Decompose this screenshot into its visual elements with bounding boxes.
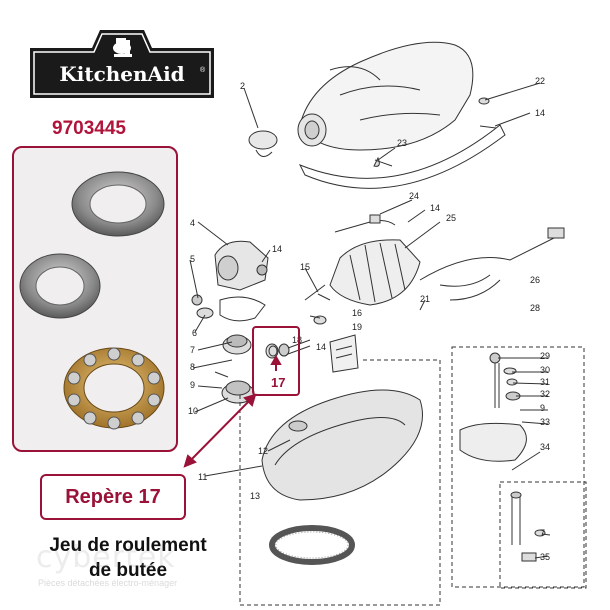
part-label-33: 33 <box>540 417 550 427</box>
part-label-13: 13 <box>250 491 260 501</box>
part-label-11: 11 <box>198 472 207 482</box>
part-label-16: 16 <box>352 308 362 318</box>
part-label-7: 7 <box>190 345 195 355</box>
brand-logo-text: KitchenAid <box>59 62 184 86</box>
part-label-15: 15 <box>300 262 310 272</box>
callout-label: Repère 17 <box>65 485 161 508</box>
part-label-25: 25 <box>446 213 456 223</box>
part-label-32: 32 <box>540 389 550 399</box>
part-number: 9703445 <box>52 118 126 139</box>
part-label-8: 8 <box>190 362 195 372</box>
part-label-26: 26 <box>530 275 540 285</box>
part-label-31: 31 <box>540 377 550 387</box>
part-label-23: 23 <box>397 138 407 148</box>
part-label-14: 14 <box>272 244 282 254</box>
watermark-text: cybertek <box>36 540 176 575</box>
part-label-28: 28 <box>530 303 540 313</box>
callout-label-box: Repère 17 <box>40 474 186 520</box>
watermark-subtext: Pièces détachées électro-ménager <box>38 578 178 588</box>
part-label-5: 5 <box>190 254 195 264</box>
registered-mark: ® <box>200 66 206 74</box>
part-label-21: 21 <box>420 294 430 304</box>
brand-logo: KitchenAid ® <box>22 18 222 104</box>
part-17-highlight-label: 17 <box>271 375 286 390</box>
part-label-4: 4 <box>190 218 195 228</box>
part-label-9: 9 <box>190 380 195 390</box>
part-label-14: 14 <box>535 108 545 118</box>
part-label-6: 6 <box>192 328 197 338</box>
washer-middle-image <box>19 253 101 319</box>
part-label-29: 29 <box>540 351 550 361</box>
part-label-24: 24 <box>409 191 419 201</box>
ball-cage-image <box>63 347 165 430</box>
part-label-14: 14 <box>316 342 326 352</box>
part-label-30: 30 <box>540 365 550 375</box>
part-label-2: 2 <box>240 81 245 91</box>
part-17-highlight-frame <box>252 326 300 396</box>
part-label-12: 12 <box>258 446 268 456</box>
part-label-7: 7 <box>540 528 545 538</box>
description-line-1: Jeu de roulement <box>49 535 207 556</box>
part-description: Jeu de roulement de butée <box>28 533 228 583</box>
part-label-19: 19 <box>352 322 362 332</box>
part-label-14: 14 <box>430 203 440 213</box>
bearing-photo-panel <box>12 146 178 452</box>
description-line-2: de butée <box>88 560 168 581</box>
part-label-10: 10 <box>188 406 198 416</box>
part-label-22: 22 <box>535 76 545 86</box>
part-label-34: 34 <box>540 442 550 452</box>
part-label-9: 9 <box>540 403 545 413</box>
part-label-35: 35 <box>540 552 550 562</box>
washer-top-image <box>71 171 165 237</box>
part-label-18: 18 <box>292 335 302 345</box>
